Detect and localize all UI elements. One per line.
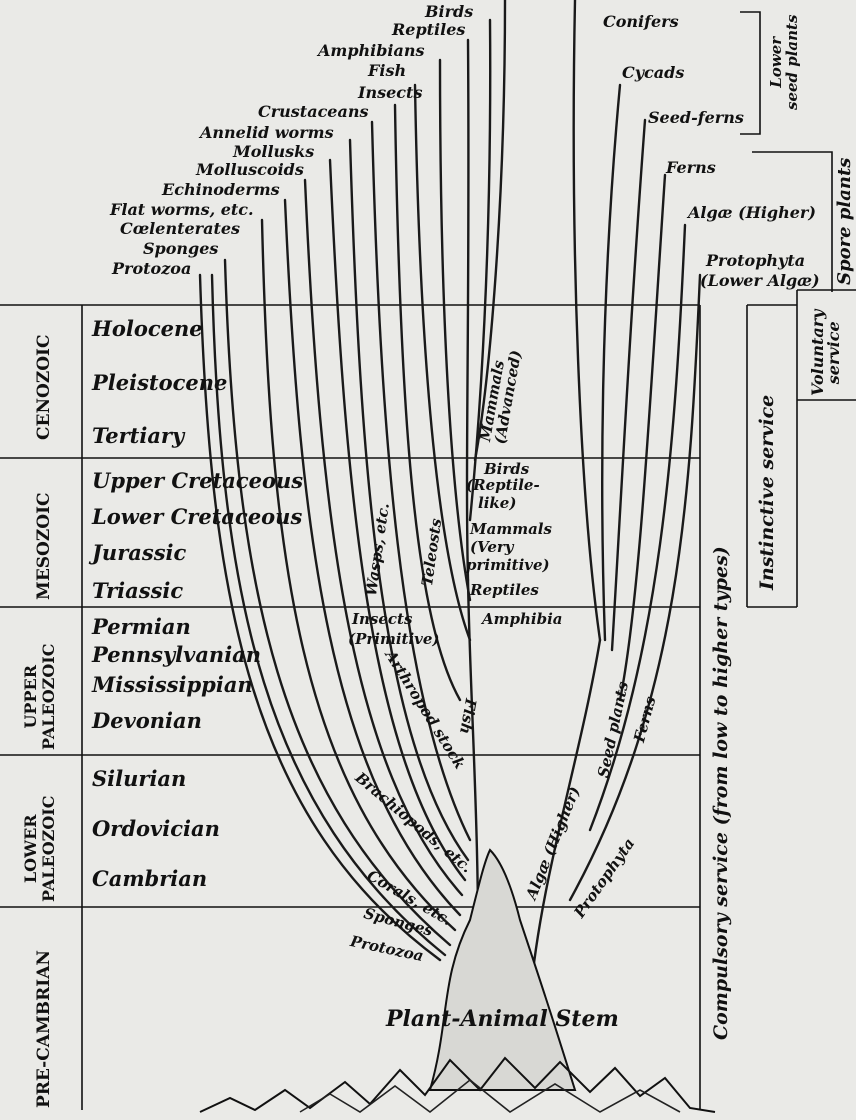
animal-branch-label: Birds <box>425 4 473 20</box>
plant-branch-label: Protophyta <box>706 253 805 269</box>
stem-label: Insects <box>352 612 412 627</box>
animal-branch-label: Molluscoids <box>196 162 304 178</box>
plant-animal-trunk <box>430 850 575 1090</box>
period-label: Ordovician <box>92 818 220 839</box>
period-label: Tertiary <box>92 425 184 446</box>
plant-branch-label: Ferns <box>666 160 716 176</box>
period-label: Holocene <box>92 318 203 339</box>
animal-branch-label: Mollusks <box>233 144 314 160</box>
stem-label: Reptiles <box>470 583 539 598</box>
stem-label: (Primitive) <box>348 632 440 647</box>
period-label: Cambrian <box>92 868 207 889</box>
plant-branch-label: (Lower Algæ) <box>700 273 820 289</box>
stem-label: Birds <box>484 462 529 477</box>
branch-coelenterates <box>225 260 450 945</box>
animal-branch-label: Sponges <box>143 241 218 257</box>
period-label: Upper Cretaceous <box>92 470 303 491</box>
era-label: MESOZOIC <box>36 492 53 600</box>
animal-branch-label: Reptiles <box>392 22 465 38</box>
service-label: Instinctive service <box>758 395 777 590</box>
plant-branch-label: Seed-ferns <box>648 110 744 126</box>
stem-label: (Very <box>470 540 514 555</box>
period-label: Pleistocene <box>92 372 227 393</box>
period-label: Lower Cretaceous <box>92 506 302 527</box>
animal-branch-label: Echinoderms <box>162 182 280 198</box>
era-label: CENOZOIC <box>36 334 53 440</box>
plant-branch-label: Algæ (Higher) <box>688 205 816 221</box>
animal-branch-label: Annelid worms <box>200 125 334 141</box>
branch-birds <box>470 20 490 520</box>
plant-branch-label: Conifers <box>603 14 679 30</box>
stem-label: primitive) <box>466 558 550 573</box>
plant-group-label: Spore plants <box>836 158 854 285</box>
animal-branch-label: Cœlenterates <box>120 221 240 237</box>
branch-conifers <box>574 0 600 640</box>
animal-branch-label: Crustaceans <box>258 104 369 120</box>
period-label: Permian <box>92 616 191 637</box>
animal-branch-label: Fish <box>368 63 406 79</box>
stem-label: (Reptile- <box>466 478 540 493</box>
branch-reptiles <box>467 40 468 580</box>
plant-animal-stem-label: Plant-Animal Stem <box>386 1008 619 1030</box>
period-label: Devonian <box>92 710 202 731</box>
stem-label: Amphibia <box>482 612 563 627</box>
era-label: PRE-CAMBRIAN <box>36 950 53 1108</box>
period-label: Jurassic <box>92 542 186 563</box>
period-label: Pennsylvanian <box>92 644 261 665</box>
service-label: Compulsory service (from low to higher t… <box>712 546 731 1040</box>
animal-branch-label: Insects <box>358 85 422 101</box>
animal-branch-label: Protozoa <box>112 261 191 277</box>
animal-branch-label: Amphibians <box>318 43 425 59</box>
branch-seed-ferns <box>612 120 645 650</box>
period-label: Mississippian <box>92 674 253 695</box>
period-label: Triassic <box>92 580 183 601</box>
stem-label: like) <box>478 496 516 511</box>
branch-ferns <box>620 175 665 700</box>
period-label: Silurian <box>92 768 186 789</box>
plant-branch-label: Cycads <box>622 65 684 81</box>
animal-branch-label: Flat worms, etc. <box>110 202 254 218</box>
stem-label: Mammals <box>470 522 552 537</box>
